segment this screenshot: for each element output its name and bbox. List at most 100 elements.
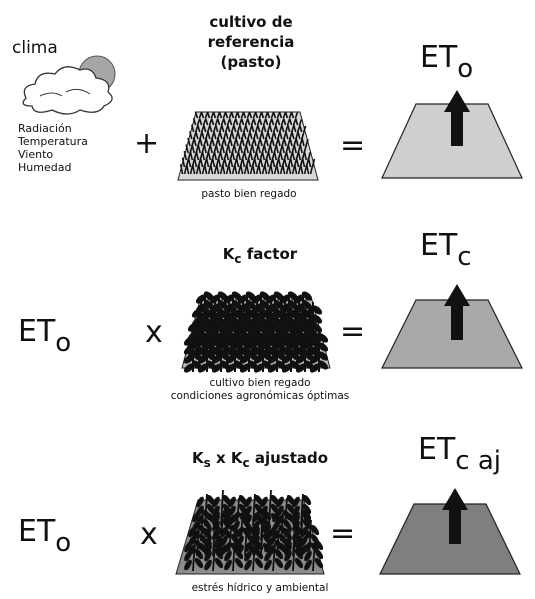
vegetation-stroke	[291, 150, 296, 161]
leaf-mark	[314, 539, 324, 551]
equals-operator-1: =	[340, 128, 366, 163]
vegetation-stroke	[235, 157, 240, 168]
up-arrow-icon	[444, 90, 470, 146]
leaf-mark	[317, 351, 329, 361]
vegetation-stroke	[254, 125, 259, 133]
vegetation-stroke	[217, 157, 222, 168]
vegetation-stroke	[290, 125, 295, 133]
leaf-mark	[304, 541, 312, 553]
vegetation-stroke	[223, 137, 227, 147]
vegetation-stroke	[228, 112, 233, 119]
vegetation-stroke	[291, 131, 295, 140]
vegetation-stroke	[205, 157, 210, 168]
input-eto-3: ETo	[18, 514, 72, 558]
leaf-mark	[236, 526, 244, 538]
vegetation-stroke	[278, 111, 283, 119]
vegetation-stroke	[201, 150, 206, 161]
vegetation-stroke	[213, 131, 217, 140]
vegetation-stroke	[185, 164, 190, 175]
vegetation-stroke	[266, 125, 271, 133]
vegetation-stroke	[255, 165, 260, 175]
leaf-mark	[304, 550, 312, 562]
vegetation-stroke	[210, 112, 215, 119]
vegetation-stroke	[278, 125, 283, 133]
vegetation-stroke	[277, 157, 282, 168]
weather-radiacion: Radiación	[18, 122, 72, 135]
vegetation-stroke	[191, 164, 196, 175]
vegetation-stroke	[212, 519, 216, 557]
vegetation-stroke	[231, 131, 235, 140]
vegetation-stroke	[226, 124, 231, 133]
vegetation-stroke	[274, 118, 279, 126]
vegetation-stroke	[303, 150, 308, 161]
vegetation-stroke	[247, 132, 251, 140]
leaf-mark	[244, 559, 252, 571]
vegetation-stroke	[197, 144, 201, 154]
vegetation-stroke	[212, 125, 217, 133]
vegetation-stroke	[247, 157, 252, 168]
leaf-mark	[244, 541, 252, 553]
vegetation-stroke	[243, 150, 248, 161]
vegetation-stroke	[287, 164, 292, 175]
vegetation-stroke	[197, 164, 202, 175]
vegetation-stroke	[295, 157, 300, 168]
vegetation-stroke	[243, 131, 247, 140]
vegetation-stroke	[194, 125, 199, 133]
vegetation-stroke	[254, 111, 259, 119]
vegetation-stroke	[302, 125, 307, 133]
vegetation-stroke	[251, 164, 256, 175]
vegetation-stroke	[221, 144, 225, 154]
leaf-mark	[188, 526, 196, 538]
vegetation-stroke	[268, 124, 273, 133]
leaf-mark	[282, 509, 292, 521]
vegetation-stroke	[195, 131, 199, 140]
leaf-mark	[194, 548, 204, 560]
leaf-mark	[314, 557, 324, 569]
vegetation-stroke	[272, 125, 277, 133]
leaf-mark	[301, 300, 313, 310]
vegetation-stroke	[235, 137, 239, 147]
vegetation-stroke	[225, 165, 230, 175]
vegetation-stroke	[303, 165, 308, 175]
vegetation-stroke	[224, 125, 229, 133]
vegetation-stroke	[211, 137, 215, 147]
leaf-mark	[284, 541, 292, 553]
result-etc-aj: ETc aj	[418, 432, 501, 476]
times-operator-2: x	[145, 315, 163, 350]
leaf-mark	[194, 539, 204, 551]
vegetation-stroke	[240, 118, 245, 126]
leaf-mark	[307, 319, 319, 329]
vegetation-stroke	[245, 144, 249, 154]
leaf-mark	[302, 509, 312, 521]
vegetation-stroke	[228, 118, 233, 126]
vegetation-stroke	[220, 118, 225, 126]
vegetation-stroke	[220, 124, 225, 133]
vegetation-stroke	[296, 125, 301, 133]
vegetation-stroke	[257, 144, 261, 154]
times-operator-3: x	[140, 517, 158, 552]
vegetation-stroke	[276, 112, 281, 119]
vegetation-stroke	[287, 144, 291, 154]
vegetation-stroke	[312, 538, 316, 572]
vegetation-stroke	[269, 164, 274, 175]
vegetation-stroke	[193, 137, 197, 147]
vegetation-stroke	[264, 112, 269, 119]
vegetation-stroke	[219, 165, 224, 175]
plus-operator: +	[134, 126, 160, 161]
vegetation-stroke	[277, 137, 281, 147]
vegetation-stroke	[257, 164, 262, 175]
leaf-mark	[214, 548, 224, 560]
vegetation-stroke	[293, 164, 298, 175]
vegetation-stroke	[181, 157, 186, 168]
vegetation-stroke	[284, 125, 289, 133]
vegetation-stroke	[183, 165, 188, 175]
vegetation-stroke	[232, 124, 237, 133]
vegetation-stroke	[297, 131, 301, 140]
vegetation-stroke	[189, 150, 194, 161]
vegetation-stroke	[252, 538, 256, 572]
vegetation-stroke	[250, 124, 255, 133]
vegetation-stroke	[272, 542, 276, 572]
vegetation-stroke	[284, 111, 289, 119]
vegetation-stroke	[269, 144, 273, 154]
vegetation-stroke	[279, 131, 283, 140]
